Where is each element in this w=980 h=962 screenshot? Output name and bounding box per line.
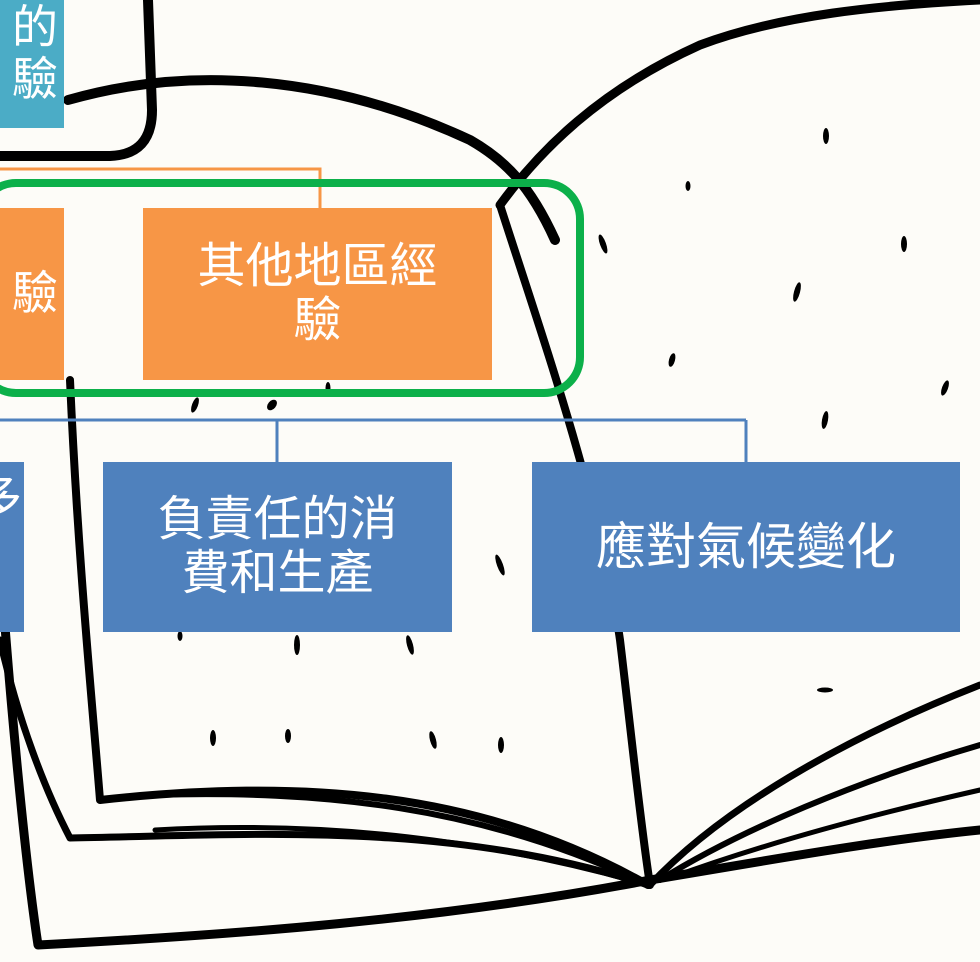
responsible-consumption-box: 負責任的消 費和生產 bbox=[103, 462, 452, 632]
orange-box-left-partial: 驗 bbox=[0, 208, 64, 380]
blue-box-left-partial: 多 bbox=[0, 462, 24, 632]
climate-action-box: 應對氣候變化 bbox=[532, 462, 960, 632]
ink-specks bbox=[177, 128, 949, 753]
blue-connectors bbox=[0, 418, 748, 462]
callout-frame bbox=[0, 0, 157, 161]
book-cover-right bbox=[645, 825, 980, 885]
book-cover-left bbox=[0, 555, 655, 950]
orange-connectors bbox=[0, 167, 322, 208]
page-stack-left-3 bbox=[152, 824, 651, 888]
left-page-edge bbox=[66, 376, 652, 889]
right-page-edge-1 bbox=[646, 681, 980, 889]
other-region-box: 其他地區經 驗 bbox=[143, 208, 492, 380]
right-page-edge-3 bbox=[667, 787, 980, 881]
right-page-top bbox=[495, 0, 980, 210]
teal-box-partial: 的 驗 bbox=[0, 0, 64, 128]
right-page-edge-2 bbox=[657, 742, 980, 883]
highlight-frame bbox=[0, 179, 584, 397]
